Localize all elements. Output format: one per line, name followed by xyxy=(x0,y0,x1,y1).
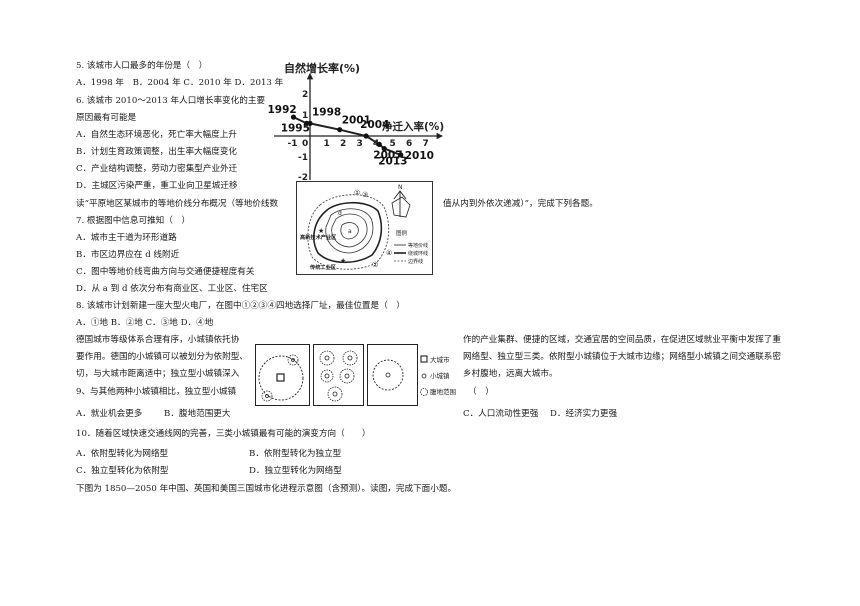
q6-option-a: A．自然生态环境恶化，死亡率大幅度上升 xyxy=(76,130,237,140)
year-label-1998: 1998 xyxy=(312,106,341,118)
data-point-2001 xyxy=(337,127,343,133)
y-tick-2: 2 xyxy=(302,90,308,100)
data-point-2013 xyxy=(381,146,387,152)
marker-4: ④ xyxy=(386,249,392,257)
q6-option-b: B．计划生育政策调整，出生率大幅度变化 xyxy=(76,147,238,157)
y-tick-neg1: -1 xyxy=(298,153,308,163)
year-label-2013: 2013 xyxy=(378,156,407,168)
town-legend: 大城市 小城镇 腹地范围 xyxy=(420,355,456,396)
legend-small-town: 小城镇 xyxy=(430,371,450,380)
traditional-star-icon: ★ xyxy=(340,257,346,265)
x-tick-label: 5 xyxy=(390,139,396,149)
q6-option-d: D．主城区污染严重，重工业向卫星城迁移 xyxy=(76,181,238,191)
q9-option-d: D．经济实力更强 xyxy=(550,409,618,419)
data-point-2004 xyxy=(363,133,369,139)
year-label-1995: 1995 xyxy=(281,122,310,134)
legend-big-city: 大城市 xyxy=(430,355,450,364)
x-axis-label: 净迁入率(%) xyxy=(382,120,444,133)
north-label: N xyxy=(398,184,403,191)
legend-ring-road: 绕城环线 xyxy=(408,250,428,257)
q8-stem: 8. 该城市计划新建一座大型火电厂，在图中①②③④四地选择厂址，最佳位置是（ ） xyxy=(76,301,405,311)
year-label-2004: 2004 xyxy=(360,119,389,131)
q7-option-c: C．图中等地价线弯曲方向与交通便捷程度有关 xyxy=(76,267,255,277)
panel-dependent xyxy=(255,344,310,406)
legend-boundary: 边界线 xyxy=(408,258,423,265)
marker-1: ① xyxy=(354,189,360,197)
data-point-2010 xyxy=(398,152,404,158)
isoline-2 xyxy=(325,208,374,254)
x-tick-label: 6 xyxy=(406,139,412,149)
marker-3: ③ xyxy=(362,191,368,199)
intro-map-right: 值从内到外依次递减）”，完成下列各题。 xyxy=(443,199,598,209)
q6-stem: 6. 该城市 2010～2013 年人口增长率变化的主要 xyxy=(76,96,266,106)
x-tick-label: 7 xyxy=(423,139,429,149)
q9-stem: 9、与其他两种小城镇相比，独立型小城镇 xyxy=(76,387,237,397)
legend-title: 图例 xyxy=(396,229,408,237)
q7-option-a: A．城市主干道为环形道路 xyxy=(76,233,177,243)
year-label-1992: 1992 xyxy=(268,104,297,116)
north-arrow-icon xyxy=(393,190,407,217)
data-point-1998 xyxy=(307,120,313,126)
year-label-2007: 2007 xyxy=(373,149,402,161)
q10-option-a: A．依附型转化为网络型 xyxy=(76,449,169,459)
year-label-2010: 2010 xyxy=(405,150,434,162)
town-types-figure: 大城市 小城镇 腹地范围 xyxy=(255,344,456,406)
q10-option-c: C．独立型转化为依附型 xyxy=(76,466,169,476)
land-price-map: ① ② ③ ④ a d 高新技术产业区 传统工业区 ★ ★ N 图例 等地价线 … xyxy=(296,181,433,275)
y-tick-neg2: -2 xyxy=(298,173,308,183)
x-tick-label: 2 xyxy=(340,139,346,149)
q8-options: A．①地 B．②地 C．③地 D．④地 xyxy=(76,318,214,328)
x-tick-label: 3 xyxy=(357,139,363,149)
panel-network xyxy=(313,344,364,406)
x-tick-label: 1 xyxy=(324,139,330,149)
q7-option-d: D．从 a 到 d 依次分布有商业区、工业区、住宅区 xyxy=(76,284,268,294)
y-axis-label: 自然增长率(%) xyxy=(284,61,360,75)
q5-options: A．1998 年 B．2004 年 C．2010 年 D．2013 年 xyxy=(76,78,284,88)
x-tick-label: -1 xyxy=(288,139,298,149)
hitech-zone-label: 高新技术产业区 xyxy=(300,233,337,241)
q10-option-d: D．独立型转化为网络型 xyxy=(249,466,342,476)
outro-text: 下图为 1850—2050 年中国、英国和美国三国城市化进程示意图（含预测）。读… xyxy=(76,484,457,494)
y-tick-1: 1 xyxy=(302,111,308,121)
germany-line-3-right: 乡村腹地，远离大城市。 xyxy=(463,369,558,379)
q6-option-c: C．产业结构调整，劳动力密集型产业外迁 xyxy=(76,164,238,174)
year-label-2001: 2001 xyxy=(342,115,371,127)
hitech-star-icon: ★ xyxy=(318,227,324,235)
data-point-1992 xyxy=(290,114,297,120)
q7-stem: 7. 根据图中信息可推知（ ） xyxy=(76,216,191,226)
marker-2: ② xyxy=(372,261,378,269)
q7-option-b: B．市区边界应在 d 线附近 xyxy=(76,250,180,260)
q10-stem: 10．随着区域快速交通线网的完善，三类小城镇最有可能的演变方向（ ） xyxy=(76,429,371,439)
origin-label: 0 xyxy=(302,139,308,149)
isoline-3 xyxy=(340,222,359,240)
q5-stem: 5. 该城市人口最多的年份是（ ） xyxy=(76,61,208,71)
germany-line-1-right: 作的产业集群、便捷的区域，交通宜居的空间品质，在促进区域就业平衡中发挥了重 xyxy=(463,335,781,345)
traditional-zone-label: 传统工业区 xyxy=(309,263,337,271)
germany-line-1-left: 德国城市等级体系合理有序，小城镇依托协 xyxy=(76,335,240,345)
q6-stem-cont: 原因最有可能是 xyxy=(76,113,137,123)
data-point-2007 xyxy=(376,141,382,147)
q9-option-c: C．人口流动性更强 xyxy=(463,409,539,419)
ring-road xyxy=(313,201,383,264)
q9-option-a: A．就业机会更多 xyxy=(76,409,143,419)
germany-line-2-left: 要作用。德国的小城镇可以被划分为依附型、 xyxy=(76,352,248,362)
pentagon-outline xyxy=(391,196,411,218)
germany-line-2-right: 网络型、独立型三类。依附型小城镇位于大城市边缘；网络型小城镇之间交通联系密 xyxy=(463,352,781,362)
label-a: a xyxy=(348,228,352,235)
isoline-1 xyxy=(331,213,368,248)
q10-option-b: B．依附型转化为独立型 xyxy=(249,449,342,459)
x-tick-label: 4 xyxy=(373,139,379,149)
boundary-line xyxy=(307,194,390,270)
q9-paren: （ ） xyxy=(468,387,494,397)
legend-isoline: 等地价线 xyxy=(408,242,428,249)
intro-map-left: 读“平原地区某城市的等地价线分布概况（等地价线数 xyxy=(76,199,279,209)
label-d: d xyxy=(338,210,342,217)
legend-hinterland: 腹地范围 xyxy=(430,387,456,396)
q9-option-b: B．腹地范围更大 xyxy=(164,409,231,419)
panel-independent xyxy=(367,344,418,406)
germany-line-3-left: 切，与大城市距离适中；独立型小城镇深入 xyxy=(76,369,240,379)
